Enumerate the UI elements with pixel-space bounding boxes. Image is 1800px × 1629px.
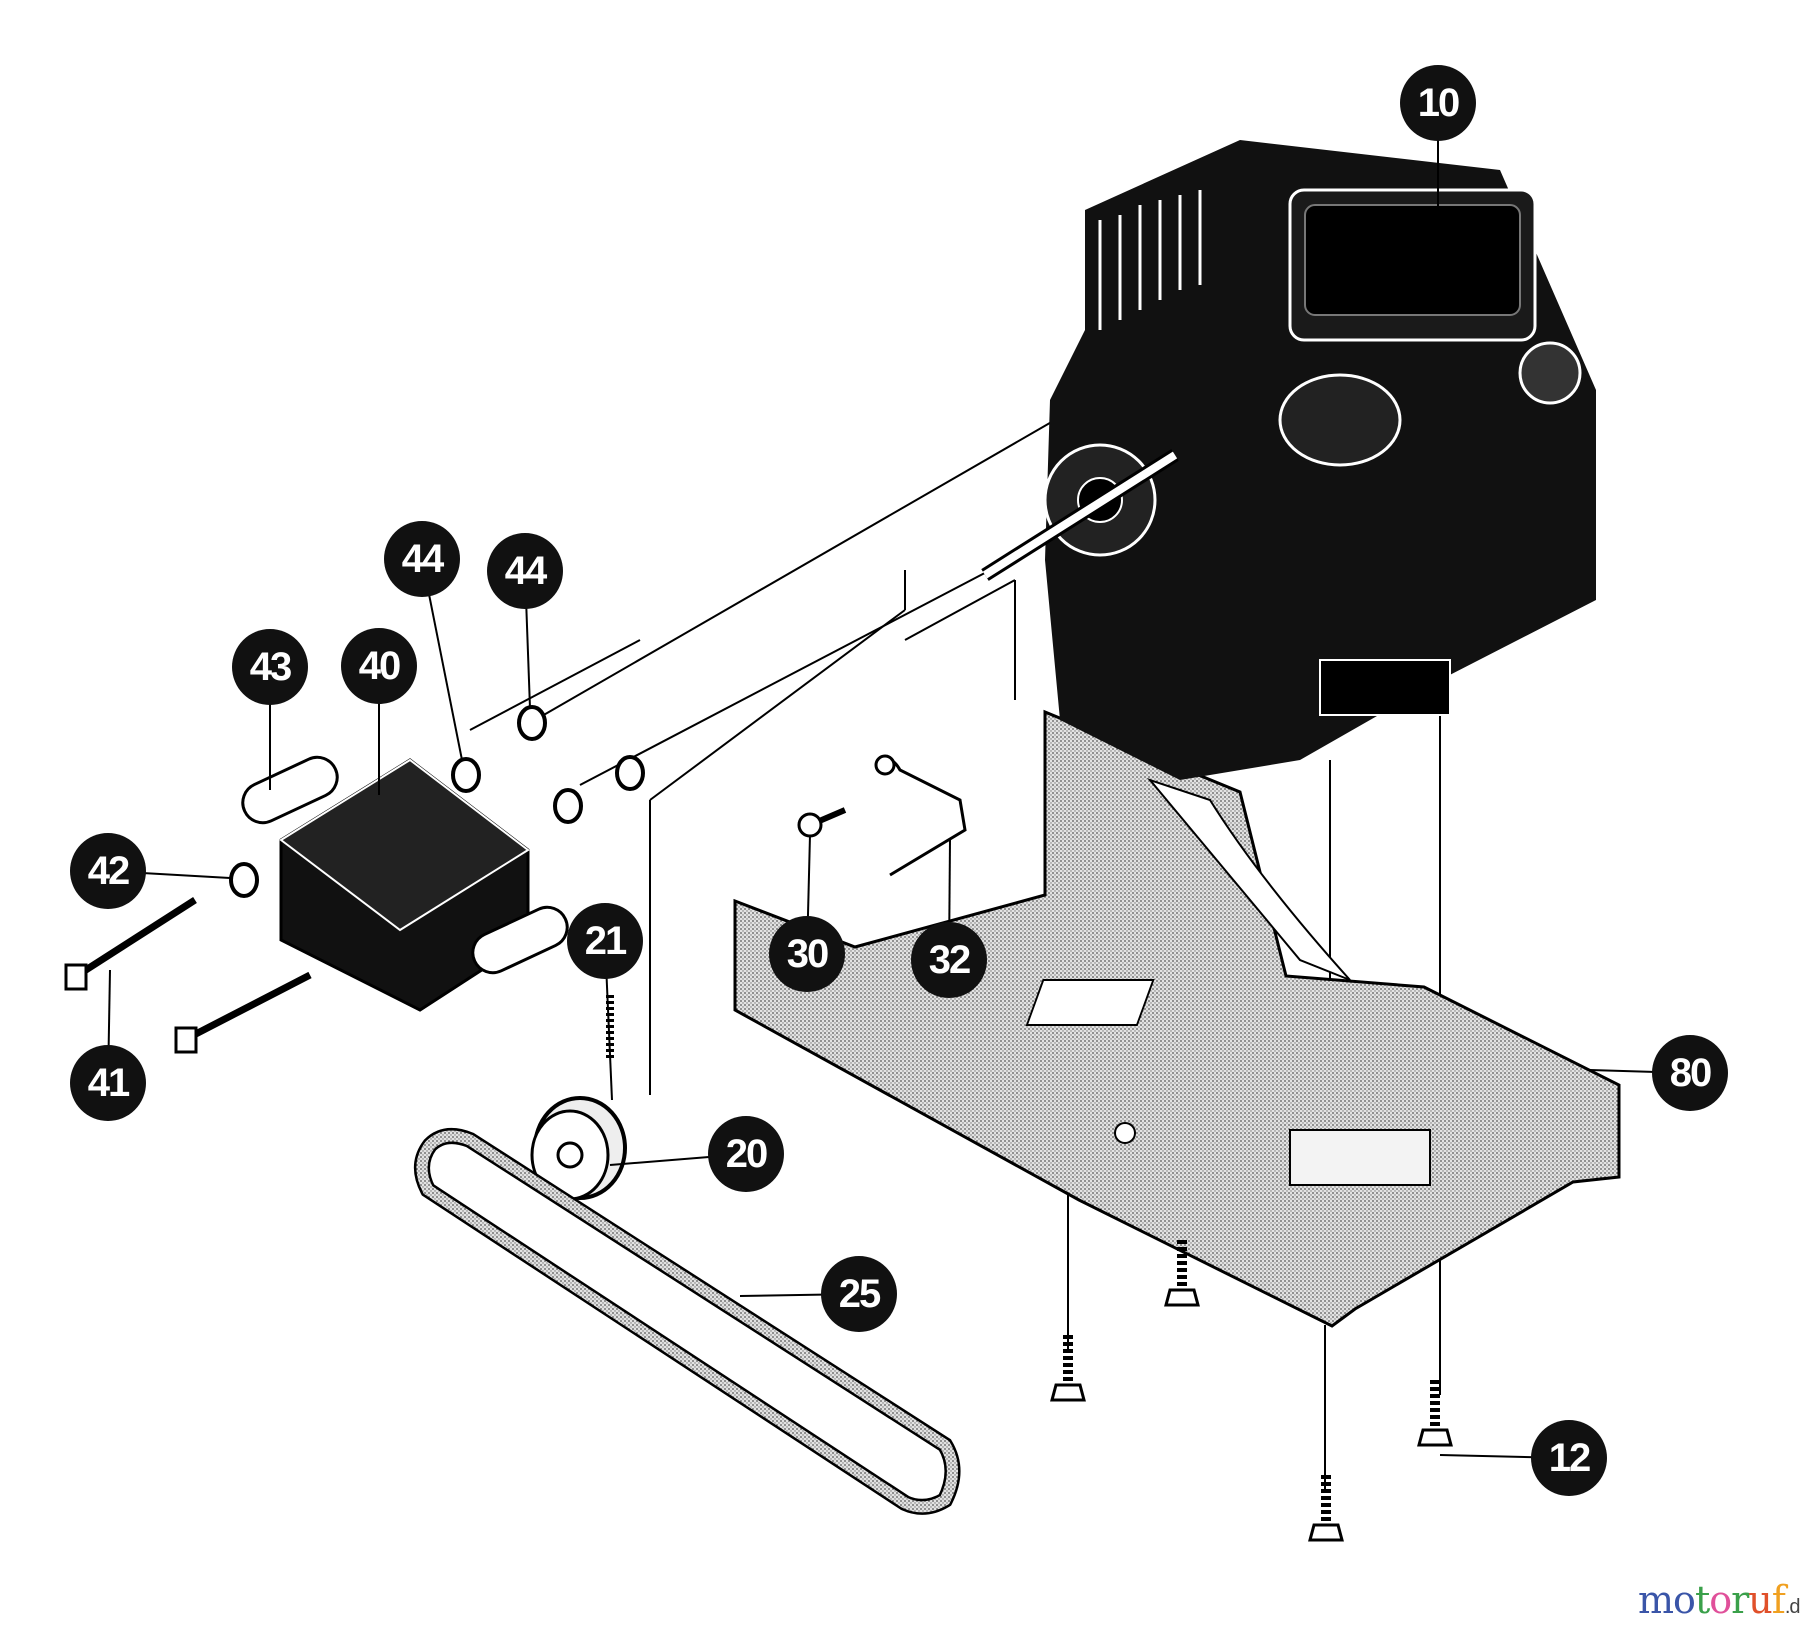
callout-43: 43	[232, 629, 308, 705]
svg-text:80: 80	[1670, 1051, 1711, 1095]
svg-text:32: 32	[929, 938, 970, 982]
svg-text:41: 41	[88, 1061, 130, 1105]
callout-12: 12	[1531, 1420, 1607, 1496]
callout-42: 42	[70, 833, 146, 909]
svg-text:10: 10	[1418, 81, 1459, 125]
callout-20: 20	[708, 1116, 784, 1192]
pulley	[530, 1096, 627, 1201]
screw	[797, 807, 847, 838]
svg-text:44: 44	[402, 537, 445, 581]
callout-44b: 44	[487, 533, 563, 609]
engine	[1043, 140, 1596, 780]
callout-21: 21	[567, 903, 643, 979]
callout-44a: 44	[384, 521, 460, 597]
callout-32: 32	[911, 922, 987, 998]
belt	[414, 1128, 961, 1515]
callout-40: 40	[341, 628, 417, 704]
svg-text:12: 12	[1549, 1436, 1590, 1480]
watermark-brand: motoruf	[1638, 1578, 1786, 1622]
callout-25: 25	[821, 1256, 897, 1332]
idler-bracket	[241, 755, 569, 1012]
rod	[874, 754, 967, 877]
callout-80: 80	[1652, 1035, 1728, 1111]
assembly-lines	[469, 419, 1441, 1490]
watermark-tld: .de	[1784, 1596, 1800, 1618]
svg-text:43: 43	[250, 645, 291, 689]
svg-text:25: 25	[839, 1272, 881, 1316]
watermark-logo: motoruf.de	[1638, 1578, 1800, 1622]
frame	[733, 709, 1621, 1328]
bolts	[64, 897, 614, 1060]
svg-text:21: 21	[585, 919, 627, 963]
callout-10: 10	[1400, 65, 1476, 141]
svg-text:30: 30	[787, 932, 828, 976]
washers	[229, 705, 645, 898]
mount-bolts	[1050, 1240, 1453, 1542]
callout-30: 30	[769, 916, 845, 992]
svg-text:40: 40	[359, 644, 400, 688]
svg-text:42: 42	[88, 849, 129, 893]
svg-text:20: 20	[726, 1132, 767, 1176]
svg-text:44: 44	[505, 549, 548, 593]
callout-41: 41	[70, 1045, 146, 1121]
